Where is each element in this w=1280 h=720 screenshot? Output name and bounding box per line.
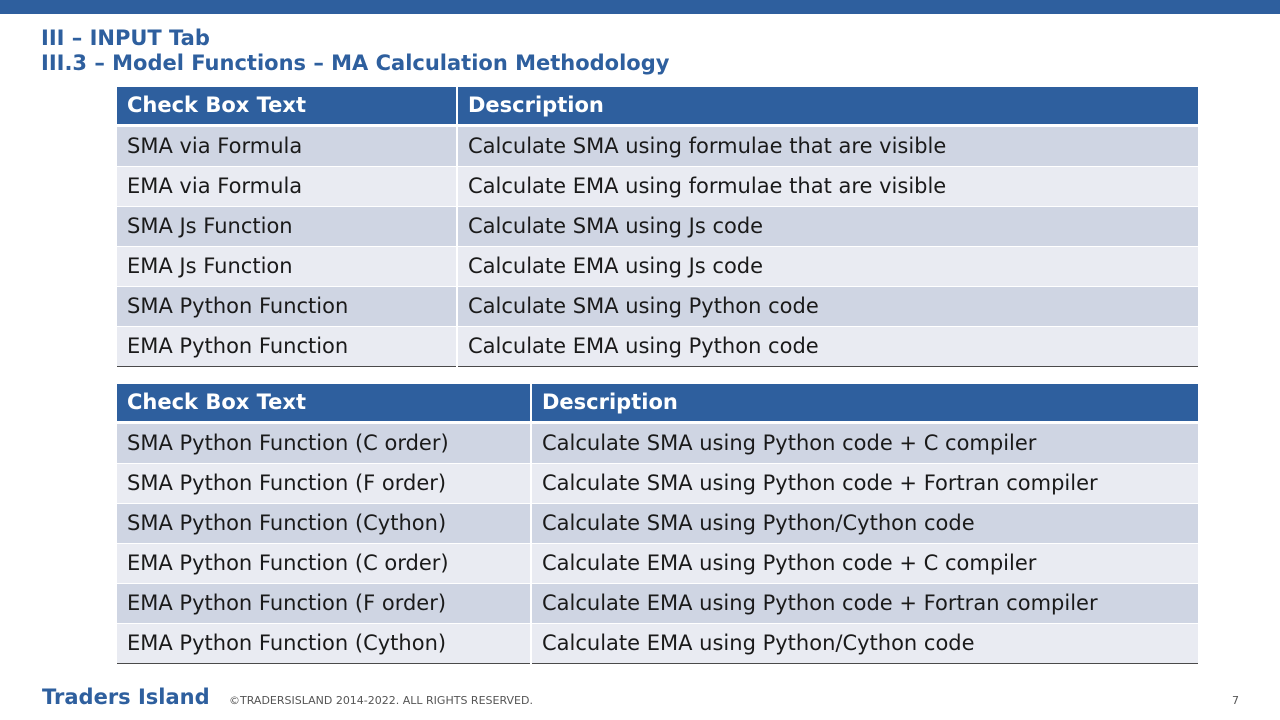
- check-box-text-cell: EMA via Formula: [117, 166, 457, 207]
- page-title: III – INPUT Tab: [41, 26, 210, 50]
- check-box-text-cell: EMA Python Function: [117, 326, 457, 367]
- table-row: EMA Python Function (Cython) Calculate E…: [117, 623, 1198, 664]
- check-box-text-cell: SMA via Formula: [117, 125, 457, 167]
- description-cell: Calculate SMA using Js code: [456, 206, 1198, 247]
- table-row: SMA Python Function (C order) Calculate …: [117, 422, 1198, 464]
- page-subtitle: III.3 – Model Functions – MA Calculation…: [41, 51, 670, 75]
- column-header-check-box-text: Check Box Text: [117, 87, 457, 127]
- check-box-text-cell: EMA Js Function: [117, 246, 457, 287]
- description-cell: Calculate EMA using Python/Cython code: [530, 623, 1198, 664]
- table-row: SMA Python Function (F order) Calculate …: [117, 463, 1198, 504]
- table-row: EMA Python Function Calculate EMA using …: [117, 326, 1198, 367]
- table-row: SMA via Formula Calculate SMA using form…: [117, 125, 1198, 167]
- description-cell: Calculate EMA using Python code + C comp…: [530, 543, 1198, 584]
- table-row: SMA Js Function Calculate SMA using Js c…: [117, 206, 1198, 247]
- check-box-text-cell: SMA Python Function (C order): [117, 422, 531, 464]
- methodology-table-2: Check Box Text Description SMA Python Fu…: [117, 384, 1198, 664]
- description-cell: Calculate SMA using Python/Cython code: [530, 503, 1198, 544]
- table-row: EMA via Formula Calculate EMA using form…: [117, 166, 1198, 207]
- description-cell: Calculate EMA using formulae that are vi…: [456, 166, 1198, 207]
- column-header-description: Description: [530, 384, 1198, 424]
- check-box-text-cell: SMA Js Function: [117, 206, 457, 247]
- description-cell: Calculate SMA using Python code + Fortra…: [530, 463, 1198, 504]
- check-box-text-cell: SMA Python Function: [117, 286, 457, 327]
- table-row: EMA Python Function (C order) Calculate …: [117, 543, 1198, 584]
- description-cell: Calculate EMA using Python code + Fortra…: [530, 583, 1198, 624]
- check-box-text-cell: EMA Python Function (F order): [117, 583, 531, 624]
- description-cell: Calculate SMA using Python code: [456, 286, 1198, 327]
- table-header-row: Check Box Text Description: [117, 384, 1198, 424]
- column-header-description: Description: [456, 87, 1198, 127]
- table-row: SMA Python Function (Cython) Calculate S…: [117, 503, 1198, 544]
- description-cell: Calculate EMA using Python code: [456, 326, 1198, 367]
- table-header-row: Check Box Text Description: [117, 87, 1198, 127]
- check-box-text-cell: SMA Python Function (Cython): [117, 503, 531, 544]
- check-box-text-cell: SMA Python Function (F order): [117, 463, 531, 504]
- copyright-notice: ©TRADERSISLAND 2014-2022. ALL RIGHTS RES…: [229, 694, 533, 707]
- description-cell: Calculate EMA using Js code: [456, 246, 1198, 287]
- page-number: 7: [1232, 694, 1239, 707]
- top-accent-bar: [0, 0, 1280, 14]
- check-box-text-cell: EMA Python Function (Cython): [117, 623, 531, 664]
- table-row: SMA Python Function Calculate SMA using …: [117, 286, 1198, 327]
- description-cell: Calculate SMA using formulae that are vi…: [456, 125, 1198, 167]
- traders-island-logo: Traders Island: [42, 685, 210, 709]
- table-row: EMA Python Function (F order) Calculate …: [117, 583, 1198, 624]
- description-cell: Calculate SMA using Python code + C comp…: [530, 422, 1198, 464]
- column-header-check-box-text: Check Box Text: [117, 384, 531, 424]
- check-box-text-cell: EMA Python Function (C order): [117, 543, 531, 584]
- table-row: EMA Js Function Calculate EMA using Js c…: [117, 246, 1198, 287]
- methodology-table-1: Check Box Text Description SMA via Formu…: [117, 87, 1198, 367]
